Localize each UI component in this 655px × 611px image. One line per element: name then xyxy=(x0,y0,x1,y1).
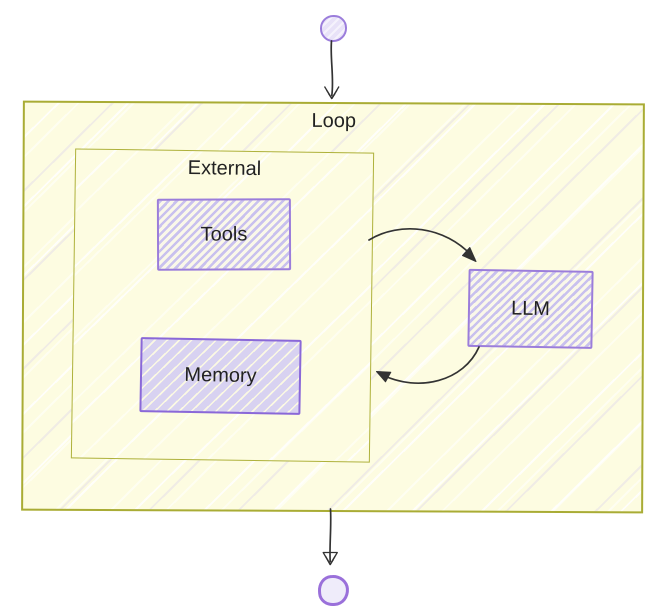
memory-node: Memory xyxy=(139,337,302,415)
edge-start-to-loop xyxy=(323,40,340,100)
loop-label: Loop xyxy=(311,109,357,133)
tools-node: Tools xyxy=(156,198,292,271)
memory-label: Memory xyxy=(184,363,257,388)
llm-label: LLM xyxy=(510,297,551,320)
external-label: External xyxy=(187,157,262,181)
llm-node: LLM xyxy=(467,268,594,349)
edge-loop-to-end xyxy=(322,508,338,566)
start-node xyxy=(320,15,347,42)
end-node xyxy=(316,573,351,608)
loop-container: Loop External Tools Memory LLM xyxy=(21,100,645,514)
external-container: External Tools Memory xyxy=(70,148,375,463)
tools-label: Tools xyxy=(200,222,248,246)
